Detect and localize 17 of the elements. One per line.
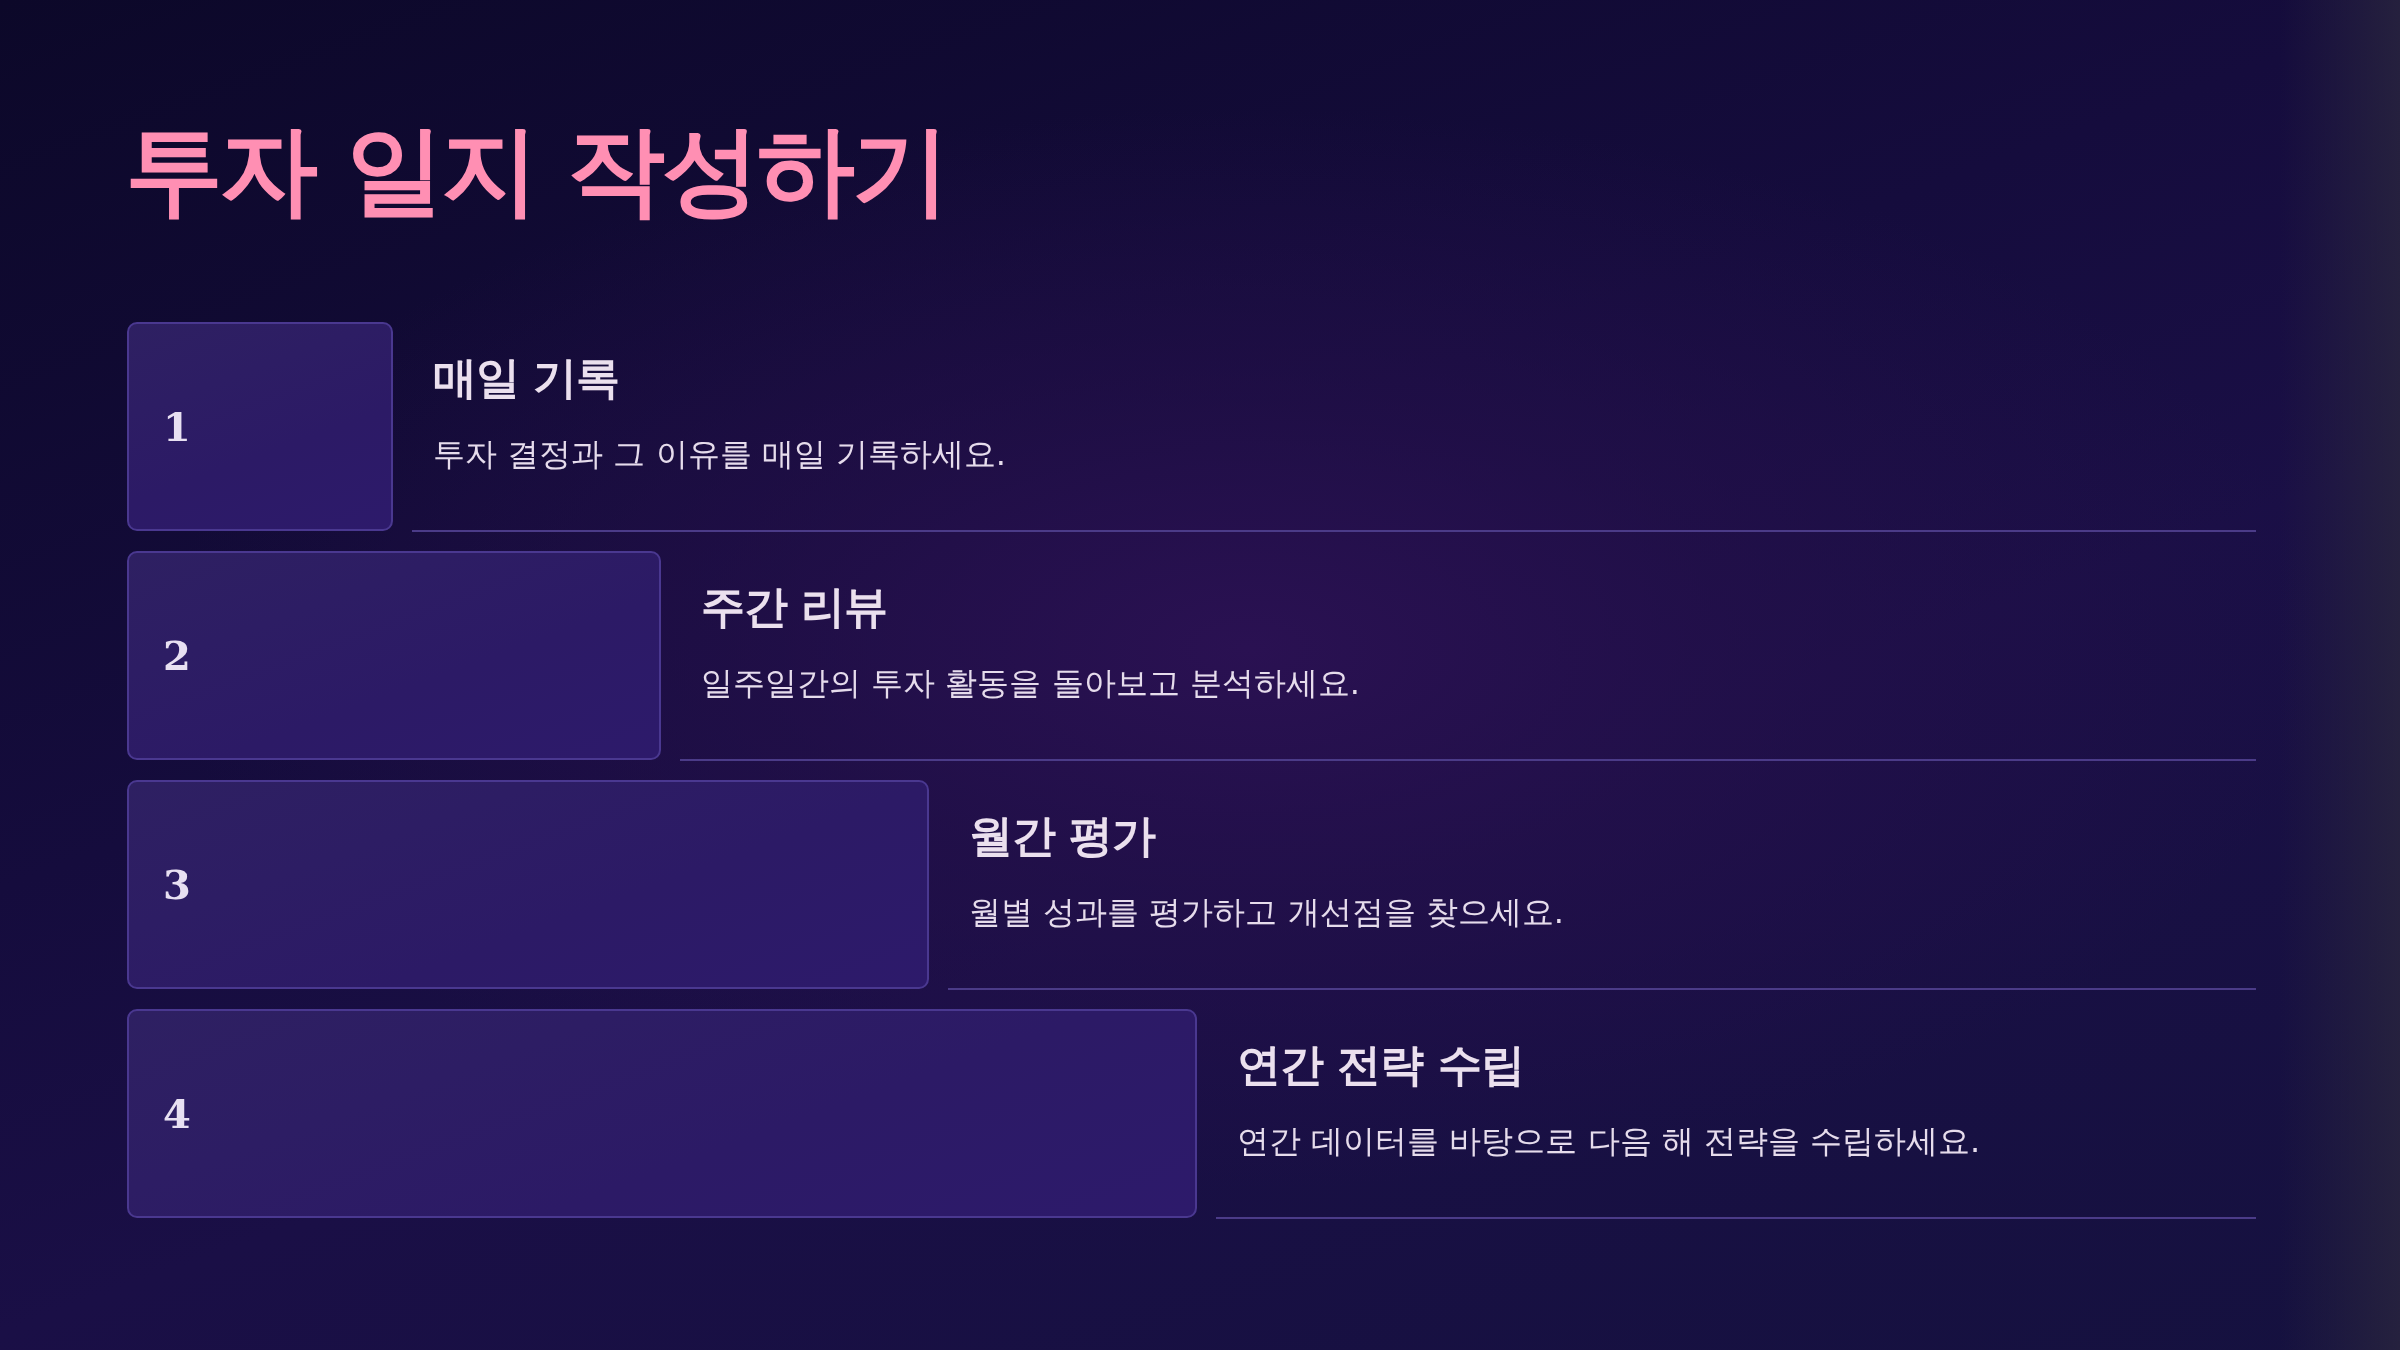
step-number: 3 bbox=[163, 864, 191, 905]
step-box bbox=[127, 780, 929, 989]
step-number: 1 bbox=[163, 406, 191, 447]
step-number: 4 bbox=[163, 1093, 191, 1134]
step-box bbox=[127, 1009, 1197, 1218]
step-description: 연간 데이터를 바탕으로 다음 해 전략을 수립하세요. bbox=[1237, 1121, 1981, 1161]
step-description: 일주일간의 투자 활동을 돌아보고 분석하세요. bbox=[701, 663, 1360, 703]
step-box bbox=[127, 551, 661, 760]
step-heading: 매일 기록 bbox=[433, 352, 620, 405]
step-box bbox=[127, 322, 393, 531]
step-heading: 월간 평가 bbox=[969, 810, 1156, 863]
step-heading: 연간 전략 수립 bbox=[1237, 1039, 1524, 1092]
slide-title: 투자 일지 작성하기 bbox=[125, 112, 948, 229]
step-heading: 주간 리뷰 bbox=[701, 581, 888, 634]
step-description: 투자 결정과 그 이유를 매일 기록하세요. bbox=[433, 434, 1007, 474]
step-number: 2 bbox=[163, 635, 191, 676]
step-description: 월별 성과를 평가하고 개선점을 찾으세요. bbox=[969, 892, 1564, 932]
